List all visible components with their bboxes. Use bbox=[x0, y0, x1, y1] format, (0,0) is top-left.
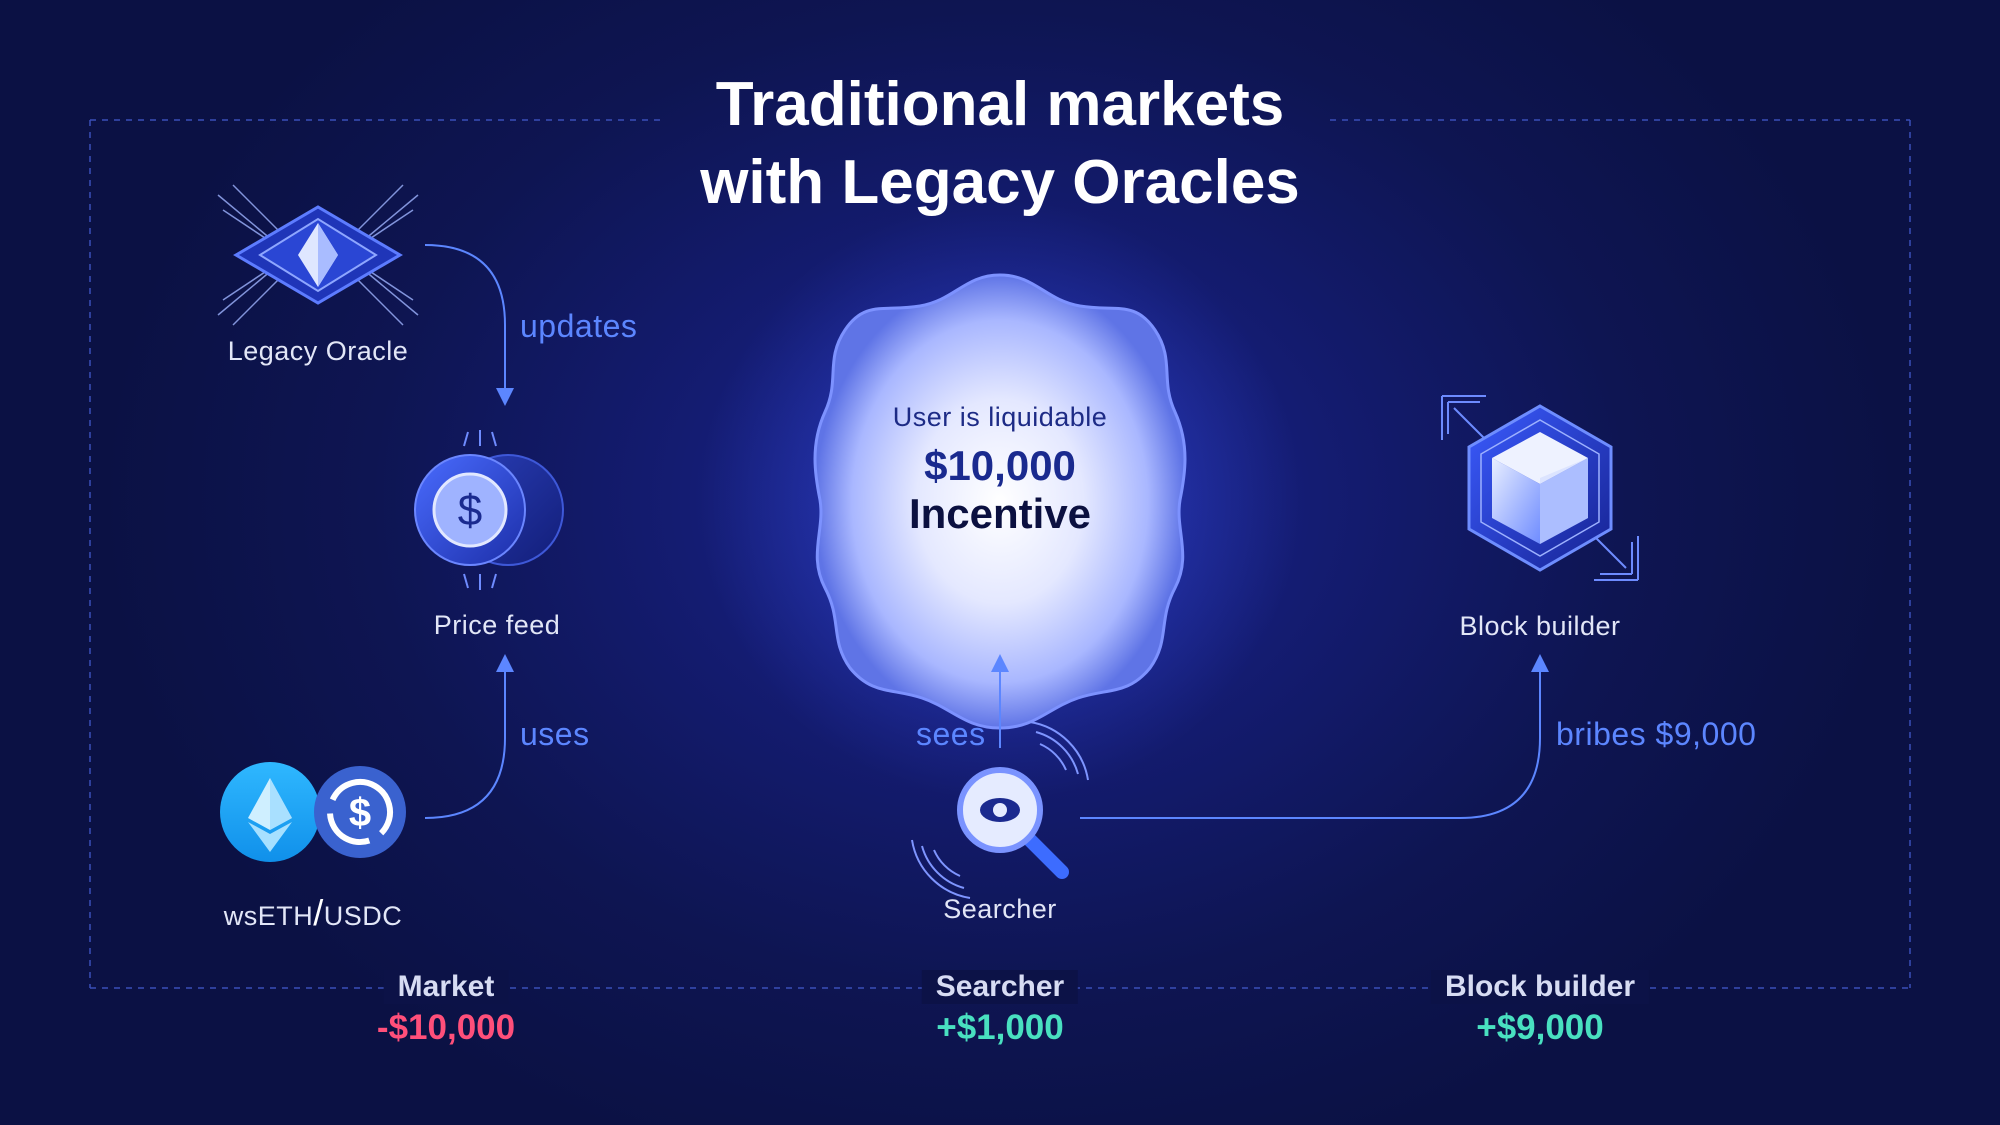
badge-incentive: Incentive bbox=[908, 490, 1092, 537]
edge-label-sees: sees bbox=[916, 716, 986, 752]
pair-right-label: USDC bbox=[323, 901, 403, 931]
pair-separator: / bbox=[313, 892, 324, 933]
footer-builder-name: Block builder bbox=[1430, 970, 1650, 1004]
title-line-1: Traditional markets bbox=[715, 70, 1285, 139]
node-label-legacy-oracle: Legacy Oracle bbox=[227, 336, 409, 366]
node-label-pair: wsETH/USDC bbox=[224, 892, 403, 934]
edge-label-bribes: bribes $9,000 bbox=[1556, 716, 1757, 752]
arrowheads bbox=[496, 388, 1549, 672]
node-label-block-builder: Block builder bbox=[1459, 611, 1621, 641]
footer-builder-value: +$9,000 bbox=[1476, 1008, 1604, 1047]
footer-searcher-value: +$1,000 bbox=[936, 1008, 1064, 1047]
edge-updates-line bbox=[424, 244, 506, 390]
svg-text:$: $ bbox=[458, 486, 482, 535]
pair-left-label: wsETH bbox=[223, 901, 314, 931]
footer-searcher-name: Searcher bbox=[921, 970, 1079, 1004]
diamond-crystal-icon bbox=[217, 184, 419, 326]
footer-market-value: -$10,000 bbox=[376, 1008, 516, 1047]
edge-uses-line bbox=[424, 668, 506, 819]
title-line-2: with Legacy Oracles bbox=[700, 148, 1300, 217]
ethereum-drop-icon bbox=[220, 762, 320, 862]
connectors bbox=[424, 244, 1541, 819]
edge-bribes-line bbox=[1080, 668, 1541, 819]
badge-subtitle: User is liquidable bbox=[892, 402, 1108, 432]
footer-market-name: Market bbox=[383, 970, 509, 1004]
svg-text:$: $ bbox=[349, 791, 371, 835]
cube-hexagon-icon bbox=[1441, 395, 1639, 581]
edge-label-updates: updates bbox=[520, 308, 638, 344]
badge-amount: $10,000 bbox=[924, 442, 1076, 489]
node-label-price-feed: Price feed bbox=[433, 610, 561, 640]
page-title: Traditional markets with Legacy Oracles bbox=[700, 66, 1300, 222]
node-label-searcher: Searcher bbox=[943, 894, 1057, 924]
edge-label-uses: uses bbox=[520, 716, 590, 752]
dollar-coin-icon: $ bbox=[414, 430, 564, 590]
magnifier-eye-icon bbox=[911, 721, 1089, 899]
usdc-coin-icon: $ bbox=[314, 766, 406, 858]
